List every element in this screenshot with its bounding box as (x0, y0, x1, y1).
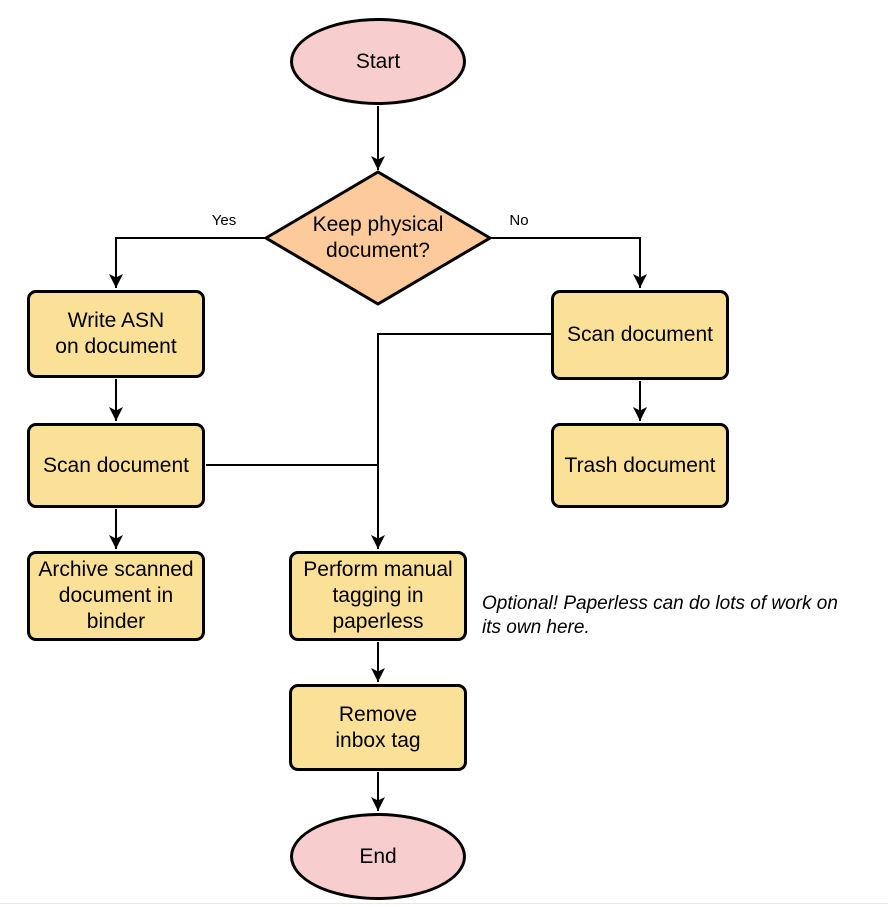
node-scan-document-right: Scan document (551, 290, 729, 380)
edge-label-yes: Yes (211, 212, 237, 229)
node-end: End (290, 813, 466, 900)
edge-decision-yes-to-write-asn (109, 237, 267, 288)
optional-note: Optional! Paperless can do lots of work … (482, 593, 838, 638)
decision-label: Keep physical document? (312, 213, 444, 262)
edge-decision-no-to-scan-right (489, 237, 647, 288)
node-remove-inbox-tag: Remove inbox tag (289, 684, 467, 771)
node-start: Start (290, 18, 466, 105)
edge-label-no: No (509, 212, 529, 229)
edge-scan-right-to-tagging (371, 333, 551, 549)
decision-diamond-shape (263, 170, 493, 306)
node-manual-tagging: Perform manual tagging in paperless (289, 551, 467, 641)
node-write-asn: Write ASN on document (27, 290, 205, 378)
bottom-divider (0, 903, 888, 904)
node-scan-document-left: Scan document (27, 423, 205, 508)
node-decision: Keep physical document? (263, 170, 493, 306)
node-archive-binder: Archive scanned document in binder (27, 551, 205, 641)
node-trash-document: Trash document (551, 423, 729, 508)
